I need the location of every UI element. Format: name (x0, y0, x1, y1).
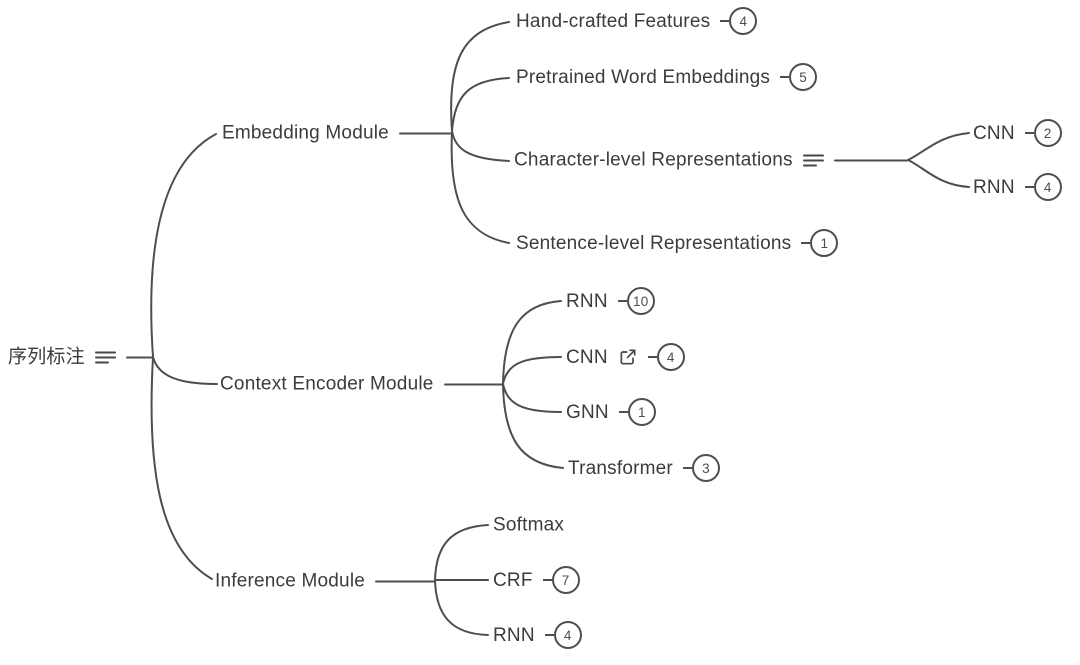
badge-count: 5 (789, 63, 818, 91)
count-badge[interactable]: 1 (618, 398, 656, 426)
root-label: 序列标注 (8, 346, 85, 368)
badge-count: 3 (691, 454, 720, 482)
badge-connector (542, 579, 552, 581)
badge-connector (1024, 186, 1034, 188)
node-character-level-representations[interactable]: Character-level Representations (514, 151, 908, 170)
node-context-rnn[interactable]: RNN 10 (566, 287, 655, 315)
count-badge[interactable]: 10 (617, 287, 655, 315)
node-hand-crafted-features[interactable]: Hand-crafted Features 4 (516, 7, 758, 35)
branch-line (443, 383, 503, 385)
node-inference-module[interactable]: Inference Module (215, 572, 435, 591)
count-badge[interactable]: 7 (542, 566, 580, 594)
badge-count: 4 (553, 621, 582, 649)
branch-line (125, 356, 153, 358)
node-inference-rnn[interactable]: RNN 4 (493, 621, 582, 649)
node-label: Character-level Representations (514, 149, 793, 171)
node-crf[interactable]: CRF 7 (493, 566, 580, 594)
notes-icon[interactable] (802, 152, 824, 168)
badge-count: 4 (1033, 173, 1062, 201)
node-label: Sentence-level Representations (516, 232, 792, 254)
external-link-icon[interactable] (618, 347, 638, 367)
node-label: CNN (566, 346, 608, 368)
count-badge[interactable]: 4 (1024, 173, 1062, 201)
node-label: Embedding Module (222, 122, 389, 144)
node-label: Pretrained Word Embeddings (516, 66, 771, 88)
node-label: RNN (493, 624, 535, 646)
badge-connector (1024, 132, 1034, 134)
badge-count: 4 (729, 7, 758, 35)
badge-count: 10 (626, 287, 655, 315)
badge-count: 1 (810, 229, 839, 257)
node-context-gnn[interactable]: GNN 1 (566, 398, 656, 426)
node-label: GNN (566, 401, 609, 423)
branch-line (398, 132, 452, 134)
node-label: Inference Module (215, 570, 366, 592)
node-root[interactable]: 序列标注 (8, 348, 153, 367)
node-context-transformer[interactable]: Transformer 3 (568, 454, 720, 482)
node-label: CNN (973, 122, 1015, 144)
count-badge[interactable]: 3 (682, 454, 720, 482)
count-badge[interactable]: 1 (801, 229, 839, 257)
node-label: RNN (973, 176, 1015, 198)
badge-connector (617, 300, 627, 302)
badge-count: 4 (656, 343, 685, 371)
node-pretrained-word-embeddings[interactable]: Pretrained Word Embeddings 5 (516, 63, 818, 91)
node-sentence-level-representations[interactable]: Sentence-level Representations 1 (516, 229, 839, 257)
branch-line (833, 159, 908, 161)
node-embedding-module[interactable]: Embedding Module (222, 124, 452, 143)
badge-connector (544, 634, 554, 636)
node-label: Softmax (493, 514, 565, 536)
node-label: Transformer (568, 457, 673, 479)
node-context-encoder-module[interactable]: Context Encoder Module (220, 375, 503, 394)
count-badge[interactable]: 2 (1024, 119, 1062, 147)
badge-connector (801, 242, 811, 244)
badge-count: 7 (551, 566, 580, 594)
badge-connector (682, 467, 692, 469)
badge-connector (780, 76, 790, 78)
node-label: RNN (566, 290, 608, 312)
node-context-cnn[interactable]: CNN 4 (566, 343, 685, 371)
node-character-rnn[interactable]: RNN 4 (973, 173, 1062, 201)
node-label: Context Encoder Module (220, 373, 434, 395)
node-label: CRF (493, 569, 533, 591)
badge-count: 1 (627, 398, 656, 426)
branch-line (375, 580, 435, 582)
badge-count: 2 (1033, 119, 1062, 147)
notes-icon[interactable] (94, 349, 116, 365)
count-badge[interactable]: 5 (780, 63, 818, 91)
count-badge[interactable]: 4 (720, 7, 758, 35)
node-softmax[interactable]: Softmax (493, 516, 564, 535)
badge-connector (720, 20, 730, 22)
count-badge[interactable]: 4 (544, 621, 582, 649)
badge-connector (647, 356, 657, 358)
badge-connector (618, 411, 628, 413)
count-badge[interactable]: 4 (647, 343, 685, 371)
node-label: Hand-crafted Features (516, 10, 711, 32)
node-character-cnn[interactable]: CNN 2 (973, 119, 1062, 147)
